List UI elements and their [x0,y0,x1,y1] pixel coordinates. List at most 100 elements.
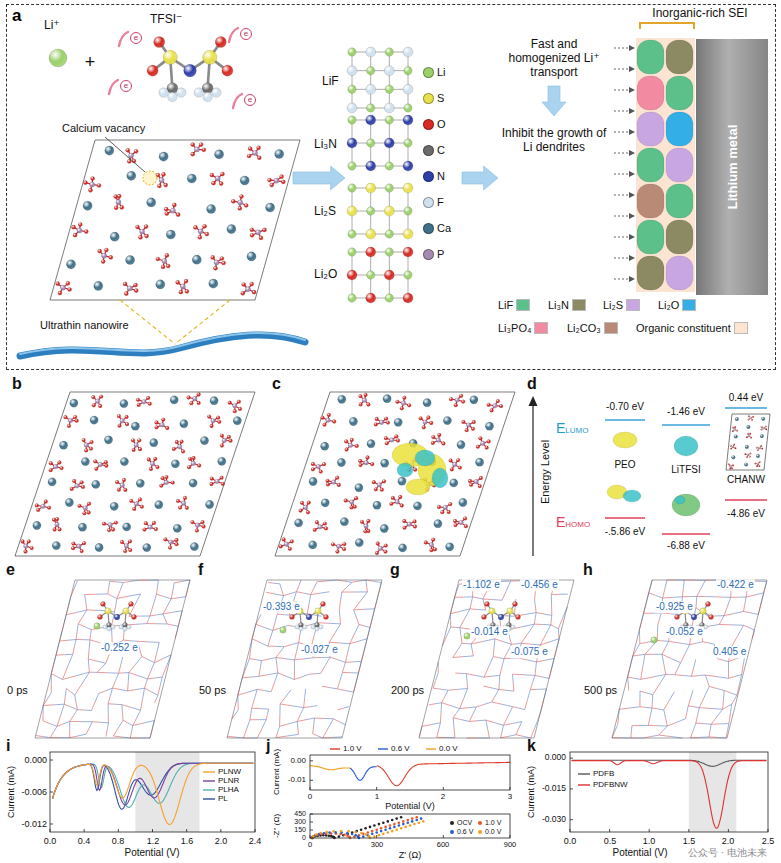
atom [27,540,31,544]
bond [516,643,521,645]
bonds [729,416,766,469]
bond [280,704,292,706]
bond [350,634,355,644]
atom [53,464,58,469]
atom [238,407,242,411]
atom [319,470,323,474]
bond [112,688,120,689]
atom [275,149,284,158]
atom [23,544,28,549]
bond [238,703,239,710]
bond [145,684,146,689]
bond [271,682,274,691]
atom [125,422,129,426]
atom [131,422,139,430]
bond [462,643,467,644]
atom [232,403,237,408]
flux-arrow [614,48,630,49]
bond [75,695,76,702]
atom [152,521,156,525]
atom [90,440,94,444]
bond [85,595,86,603]
atom [391,496,395,500]
crystal-structure [275,392,515,556]
bond [284,645,291,647]
atom [404,104,412,112]
atom [179,290,183,294]
atom [479,476,483,480]
bond [354,624,359,634]
bond [511,580,519,581]
bond [50,724,57,727]
bond [304,706,311,708]
bond [510,637,512,644]
electron-trail [119,32,128,46]
bond [260,708,268,709]
atom [344,440,348,444]
bond [65,688,66,696]
bond [525,613,536,615]
bond [470,608,478,610]
atom [347,66,357,76]
atom [749,456,751,458]
energy-level-line [605,419,645,421]
bond [345,653,347,662]
atom [366,247,376,257]
bond [280,697,285,704]
atom [485,446,489,450]
sei-grain [637,40,664,74]
bond [174,581,182,582]
atom [114,614,120,620]
atom [137,403,141,407]
bond [258,719,266,720]
atom [222,65,233,76]
atom [366,84,376,94]
atom [58,291,62,295]
atom [382,479,386,483]
atom [70,399,78,407]
bond [131,707,140,710]
atom [465,428,469,432]
bond [123,633,125,641]
bond [630,732,632,738]
lattice-line [352,166,408,167]
bond [527,690,530,700]
atom [323,614,328,619]
atom [511,625,515,629]
atom [252,290,256,294]
atom [244,203,248,207]
atom [176,280,180,284]
bond [346,691,354,693]
atom [126,148,130,152]
atom [122,478,126,482]
atom [97,614,102,619]
bond [478,720,486,722]
atom [515,614,520,619]
atom [97,183,101,187]
bond [276,736,287,738]
atom [191,143,195,147]
atom [331,542,335,546]
atom [404,139,412,147]
atom [478,484,482,488]
bond [85,627,92,630]
atom [389,438,394,443]
atom [443,416,451,424]
atom [93,459,97,463]
atom [748,415,750,417]
bond [749,434,751,436]
atom [71,546,75,550]
bond [464,689,468,699]
bond [313,718,315,726]
arrow-head [629,108,635,114]
bond [495,639,503,642]
bond [364,626,369,628]
atom [250,233,254,237]
bond [164,597,171,599]
bond [450,620,451,627]
atom [216,416,220,420]
atom [427,416,431,420]
bond [163,614,165,619]
bond [131,580,138,581]
atom [250,228,254,232]
